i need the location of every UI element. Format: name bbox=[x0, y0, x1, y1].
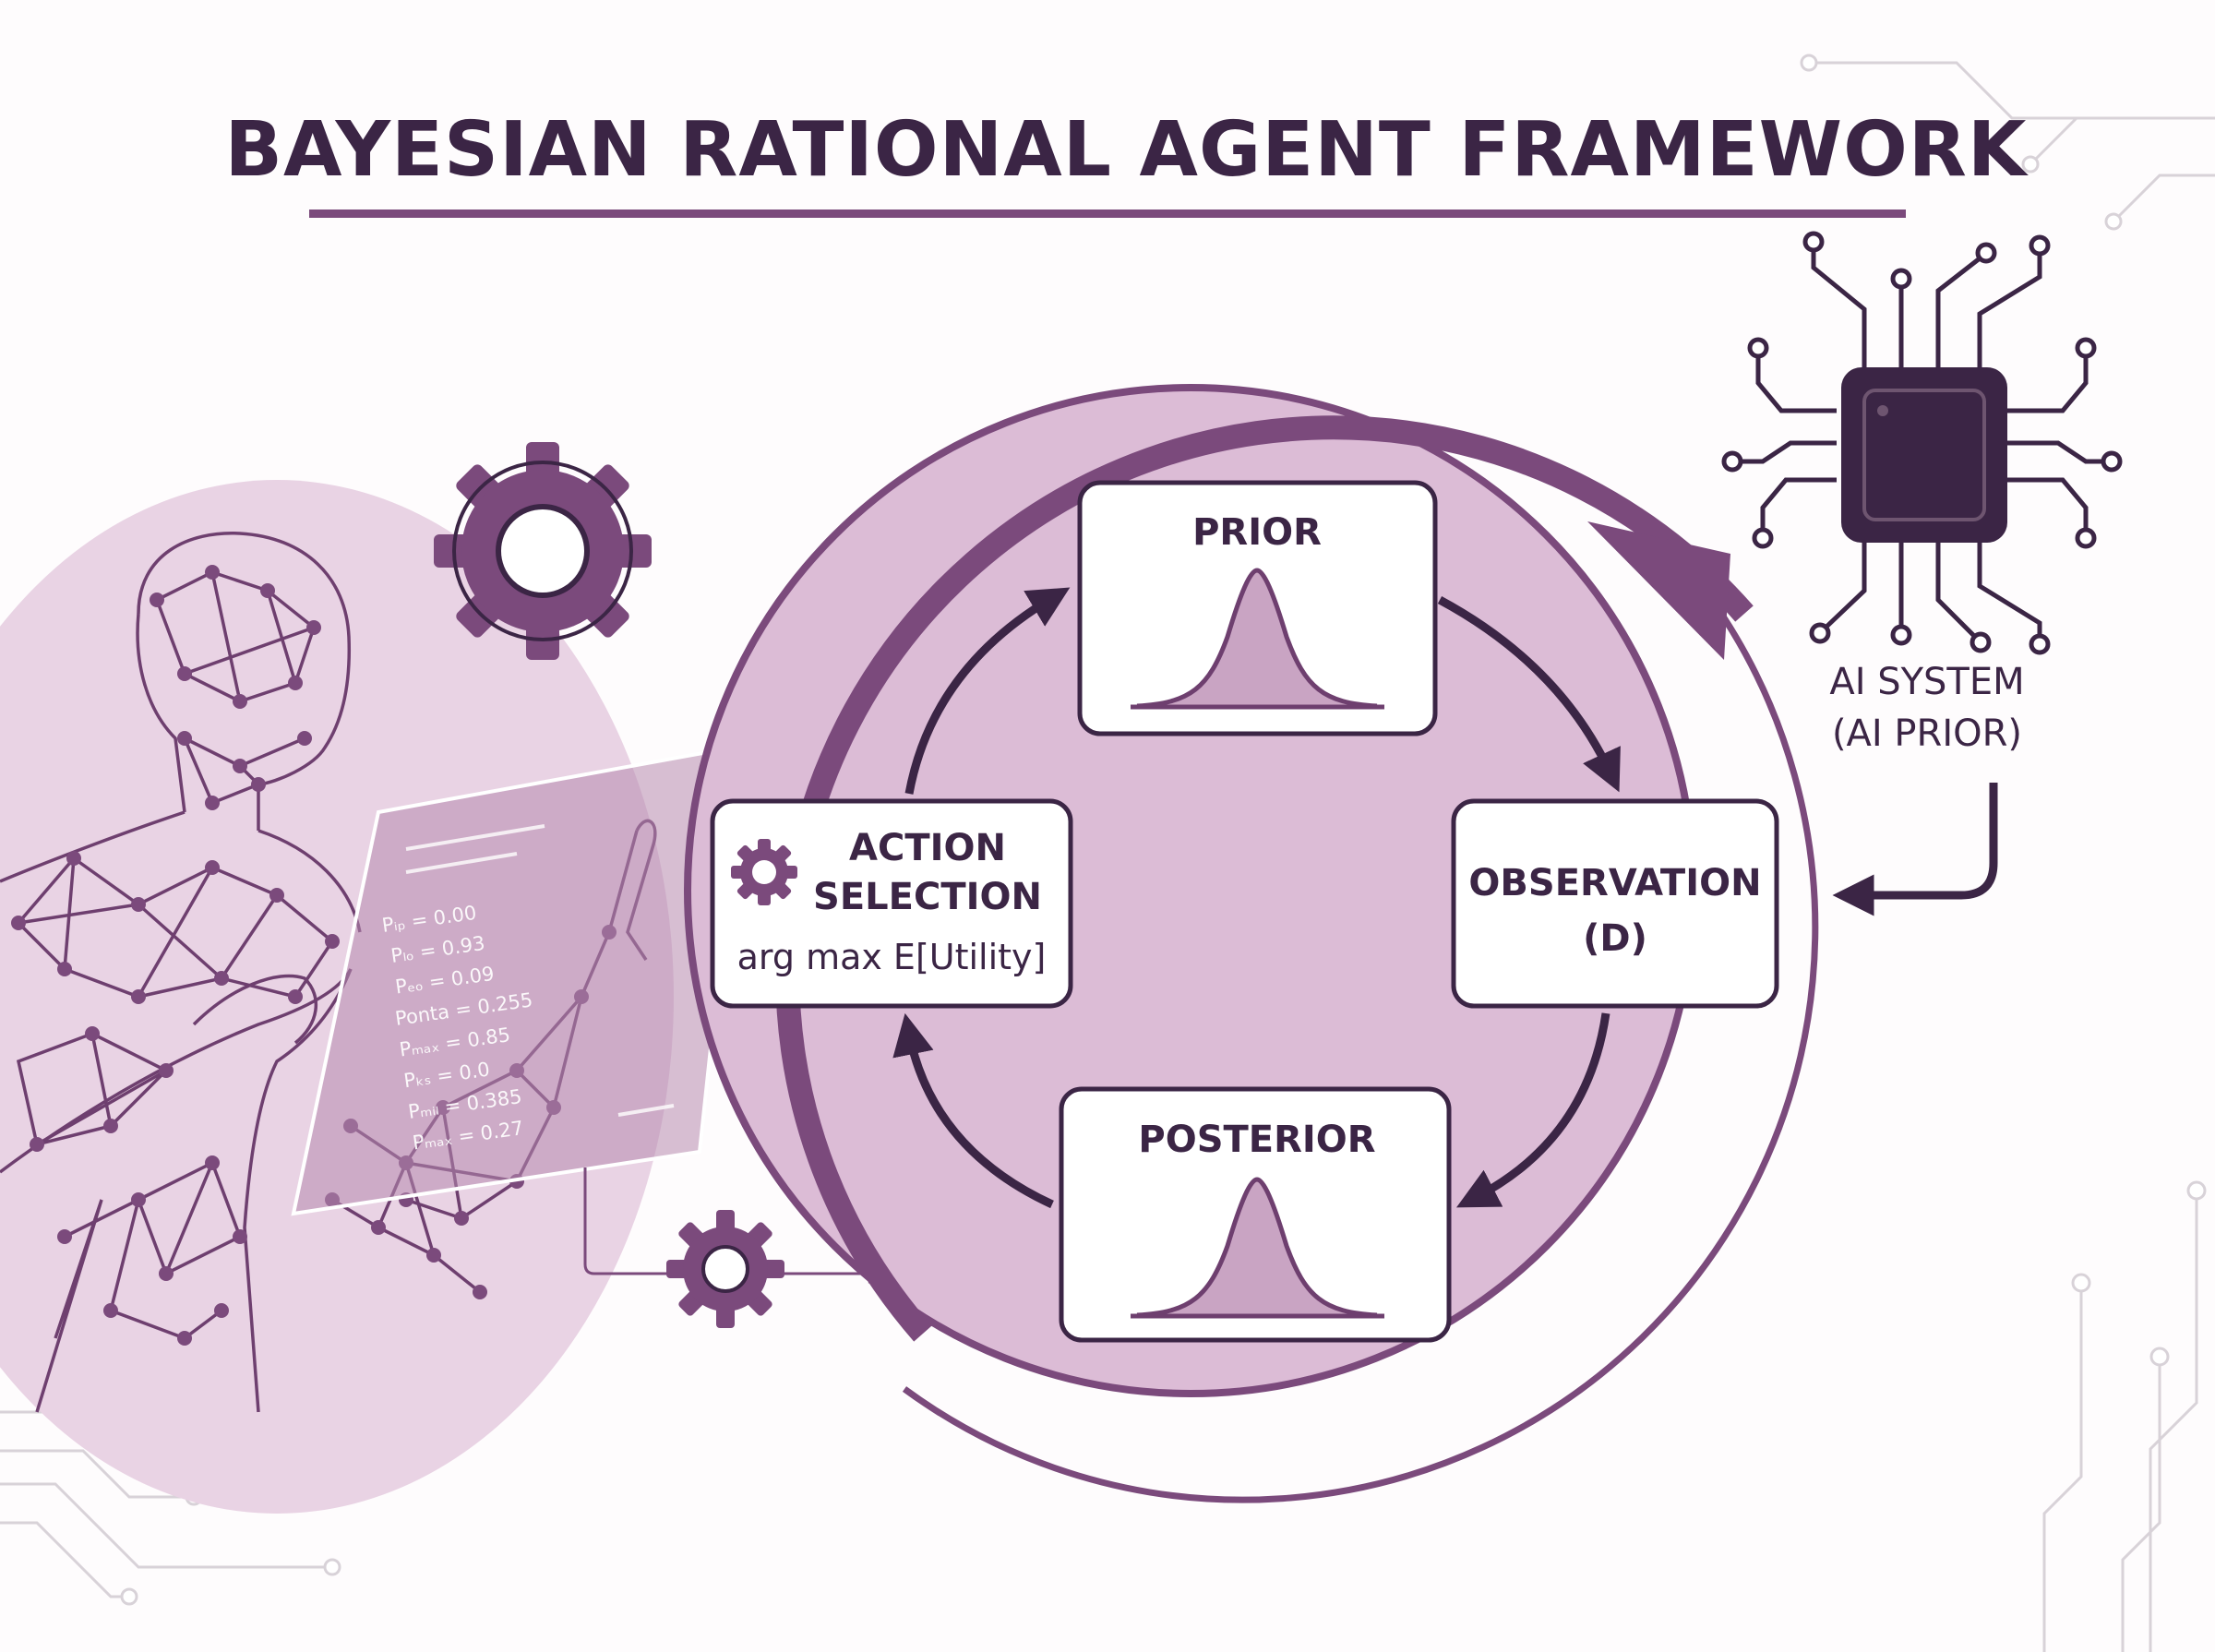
data-panel bbox=[291, 743, 746, 1216]
microchip-icon bbox=[1721, 231, 2123, 655]
gear-icon bbox=[666, 1210, 784, 1328]
ai-system-label-line1: AI SYSTEM bbox=[1829, 661, 2024, 703]
cycle-outer-ring-lower bbox=[902, 597, 1819, 1503]
gear-icon bbox=[434, 442, 652, 660]
bell-curve-icon bbox=[1131, 568, 1384, 710]
cycle-arrows bbox=[892, 587, 1621, 1209]
ai-system-label-line2: (AI PRIOR) bbox=[1832, 712, 2022, 755]
action-title-line1: ACTION bbox=[849, 827, 1006, 869]
observation-title-line1: OBSERVATION bbox=[1468, 862, 1761, 904]
title-underline bbox=[309, 209, 1906, 218]
node-prior[interactable]: PRIOR bbox=[1077, 480, 1438, 736]
cycle-outer-arrowhead bbox=[1587, 521, 1730, 660]
bell-curve-icon bbox=[1131, 1177, 1384, 1319]
prior-title: PRIOR bbox=[1192, 511, 1322, 554]
observation-title-line2: (D) bbox=[1583, 917, 1647, 960]
node-action-selection[interactable]: ACTION SELECTION arg max E[Utility] bbox=[710, 798, 1073, 1009]
action-title-line2: SELECTION bbox=[813, 876, 1042, 918]
node-posterior[interactable]: POSTERIOR bbox=[1059, 1086, 1452, 1343]
ai-to-observation-arrow bbox=[1832, 783, 1998, 916]
page-title: BAYESIAN RATIONAL AGENT FRAMEWORK bbox=[225, 106, 2029, 194]
action-formula: arg max E[Utility] bbox=[737, 937, 1047, 977]
posterior-title: POSTERIOR bbox=[1138, 1119, 1375, 1161]
cycle-outer-ring bbox=[775, 415, 1754, 1342]
node-observation[interactable]: OBSERVATION (D) bbox=[1451, 798, 1779, 1009]
gear-icon bbox=[731, 839, 797, 905]
